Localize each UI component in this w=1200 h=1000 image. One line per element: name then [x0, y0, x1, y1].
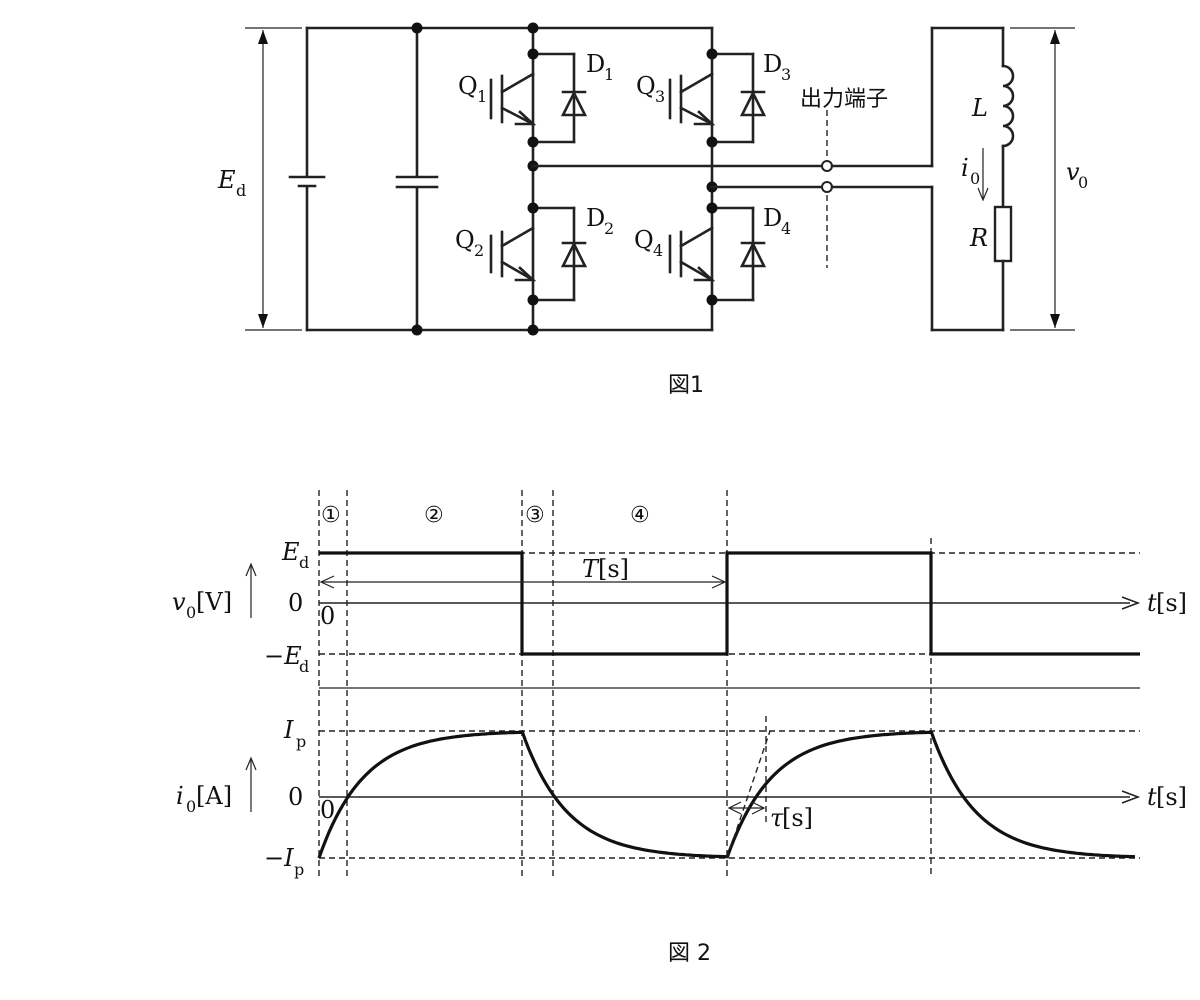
i-tick-bottom: −I — [264, 844, 294, 872]
i-axis-label: i — [176, 782, 184, 810]
interval-3: ③ — [525, 503, 545, 528]
inductor-l: L — [971, 64, 1015, 148]
switch-q4: Q 4 D 4 — [634, 202, 791, 306]
q2-sub: 2 — [474, 241, 484, 260]
q3-sub: 3 — [655, 87, 665, 106]
d3-sub: 3 — [781, 65, 791, 84]
i-tick-top-sub: p — [296, 732, 306, 751]
interval-2: ② — [424, 503, 444, 528]
interval-1: ① — [321, 503, 341, 528]
tau-label: τ — [770, 804, 784, 832]
q3-label: Q — [636, 72, 656, 100]
d2-label: D — [586, 204, 605, 232]
output-terminal-label: 出力端子 — [800, 87, 888, 112]
figure2-caption: 図 2 — [668, 941, 711, 966]
i-tick-zero: 0 — [288, 783, 303, 811]
v-x-unit: [s] — [1156, 589, 1187, 617]
v-tick-zero: 0 — [288, 589, 303, 617]
tau-unit: [s] — [782, 804, 813, 832]
switch-q1: Q 1 D 1 — [458, 48, 614, 148]
d4-label: D — [763, 204, 782, 232]
v-axis-label: v — [172, 588, 186, 616]
current-plot: τ [s] I p 0 −I p 0 i 0 [A] t [s] — [176, 716, 1187, 879]
q4-sub: 4 — [653, 241, 663, 260]
q1-label: Q — [458, 72, 478, 100]
smoothing-capacitor — [395, 22, 439, 336]
voltage-waveform — [319, 551, 1140, 656]
v-axis-sub: 0 — [186, 603, 196, 622]
i-origin: 0 — [320, 796, 335, 824]
v-tick-bottom: −E — [264, 642, 302, 670]
v-tick-top: E — [281, 538, 300, 566]
tau-tangent — [726, 730, 771, 859]
dc-source-battery — [288, 26, 326, 332]
current-sub: 0 — [970, 169, 980, 188]
figure1-caption: 図1 — [668, 373, 704, 398]
i-tick-top: I — [283, 716, 294, 744]
source-voltage-label: E — [217, 166, 236, 194]
i-x-label: t — [1147, 783, 1157, 811]
figure1-circuit: E d — [217, 22, 1088, 398]
output-voltage-label: v — [1066, 158, 1080, 186]
q2-label: Q — [455, 226, 475, 254]
resistor-label: R — [969, 224, 988, 252]
d2-sub: 2 — [604, 219, 614, 238]
q1-sub: 1 — [477, 87, 487, 106]
current-label: i — [961, 154, 969, 182]
i-axis-unit: [A] — [196, 782, 232, 810]
resistor-r: R — [969, 205, 1013, 263]
switch-q3: Q 3 D 3 — [636, 48, 791, 148]
output-terminals: 出力端子 — [800, 87, 888, 268]
output-voltage-dimension: v 0 — [1010, 27, 1088, 331]
q4-label: Q — [634, 226, 654, 254]
d4-sub: 4 — [781, 219, 791, 238]
i-x-unit: [s] — [1156, 783, 1187, 811]
voltage-plot: T [s] E d 0 −E d 0 v 0 [V] t [s] — [172, 538, 1187, 676]
v-axis-unit: [V] — [196, 588, 232, 616]
v-tick-top-sub: d — [299, 553, 309, 572]
figure2-waveforms: ① ② ③ ④ T [s] E d 0 −E d 0 v 0 — [172, 490, 1187, 966]
inductor-label: L — [971, 94, 988, 122]
switch-q2: Q 2 D 2 — [455, 202, 614, 306]
interval-4: ④ — [630, 503, 650, 528]
source-voltage-sub: d — [236, 181, 246, 200]
i-axis-sub: 0 — [186, 797, 196, 816]
v-x-label: t — [1147, 589, 1157, 617]
v-origin: 0 — [320, 602, 335, 630]
d3-label: D — [763, 50, 782, 78]
current-arrow-i0: i 0 — [961, 148, 989, 202]
v-tick-bottom-sub: d — [299, 657, 309, 676]
i-tick-bottom-sub: p — [294, 860, 304, 879]
d1-sub: 1 — [604, 65, 614, 84]
period-label: T — [582, 555, 600, 583]
d1-label: D — [586, 50, 605, 78]
period-unit: [s] — [598, 555, 629, 583]
output-voltage-sub: 0 — [1078, 173, 1088, 192]
